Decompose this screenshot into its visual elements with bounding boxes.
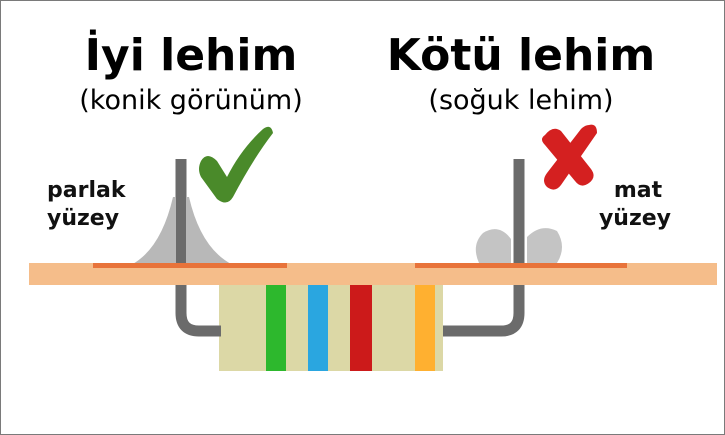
resistor-band-1 <box>266 285 286 371</box>
good-solder-title: İyi lehim <box>84 30 298 81</box>
good-solder-fillet <box>131 197 233 265</box>
bad-solder-subtitle: (soğuk lehim) <box>428 85 614 116</box>
left-component-lead <box>175 159 221 337</box>
cross-icon <box>542 124 597 190</box>
matte-surface-label-line2: yüzey <box>598 206 672 231</box>
good-solder-subtitle: (konik görünüm) <box>79 85 303 116</box>
bad-solder-title: Kötü lehim <box>386 30 656 81</box>
bad-solder-blob <box>475 228 562 263</box>
resistor-body <box>219 269 443 371</box>
resistor-band-4 <box>415 285 435 371</box>
right-component-lead <box>443 159 525 337</box>
resistor-band-2 <box>308 285 328 371</box>
shiny-surface-label-line2: yüzey <box>47 206 120 231</box>
right-copper-pad <box>415 263 627 268</box>
shiny-surface-label: parlak yüzey <box>47 177 125 233</box>
matte-surface-label: mat yüzey <box>598 177 678 233</box>
left-copper-pad <box>93 263 287 268</box>
resistor-band-3 <box>350 285 372 371</box>
matte-surface-label-line1: mat <box>613 178 663 203</box>
shiny-surface-label-line1: parlak <box>47 178 126 203</box>
circuit-board <box>29 263 717 285</box>
checkmark-icon <box>199 126 273 203</box>
